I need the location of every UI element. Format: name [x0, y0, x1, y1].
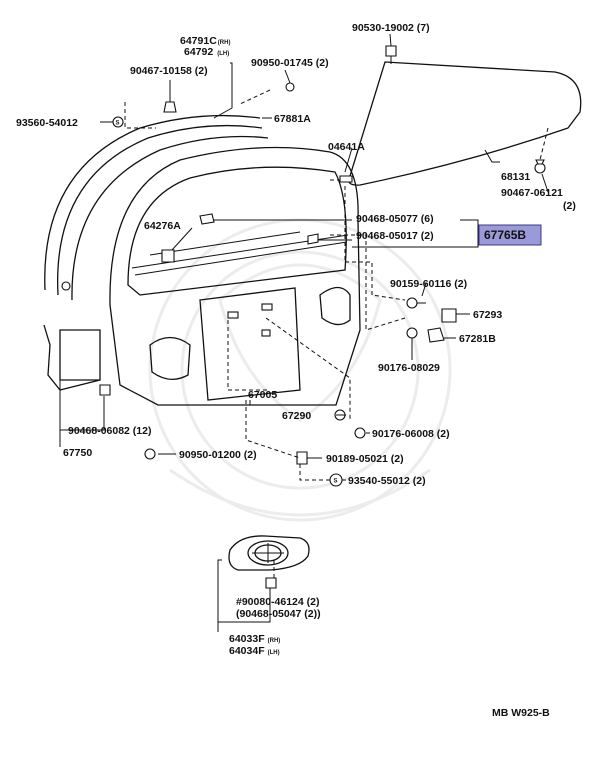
bolt-90189-05021[interactable] [296, 451, 308, 465]
stopper-67281b[interactable] [427, 327, 445, 343]
label-90468-06082: 90468-06082 (12) [68, 425, 151, 437]
clip-90950-01745[interactable] [285, 82, 295, 92]
label-90080-46124: #90080-46124 (2) [236, 596, 319, 608]
label-90467-10158: 90467-10158 (2) [130, 65, 208, 77]
label-90950-01745: 90950-01745 (2) [251, 57, 329, 69]
label-93560-54012: 93560-54012 [16, 117, 78, 129]
glass-clip[interactable] [385, 45, 397, 57]
lamp-screw[interactable] [265, 577, 277, 589]
door-side-opening-left[interactable] [149, 336, 191, 380]
door-side-opening-right[interactable] [319, 286, 351, 326]
label-90176-08029: 90176-08029 [378, 362, 440, 374]
clip-90950-01200[interactable] [144, 448, 156, 460]
label-64034f: 64034F(LH) [229, 645, 280, 657]
back-door-outer-frame[interactable] [43, 324, 101, 391]
label-90468-05077: 90468-05077 (6) [356, 213, 434, 225]
label-67281b: 67281B [459, 333, 496, 345]
grommet-90176-06008[interactable] [354, 427, 366, 439]
label-67881a: 67881A [274, 113, 311, 125]
license-plate-lamp[interactable] [228, 535, 310, 571]
label-67005: 67005 [248, 389, 277, 401]
highlight-67765b-box [478, 224, 542, 246]
leader-lines [59, 33, 549, 632]
label-90467-06121-qty: (2) [563, 200, 576, 212]
label-67750: 67750 [63, 447, 92, 459]
clip-64791c[interactable] [163, 101, 177, 113]
label-67290: 67290 [282, 410, 311, 422]
back-window-glass[interactable] [348, 61, 582, 186]
grommet-90176-08029[interactable] [406, 327, 418, 339]
glass-fastener-04641a[interactable] [339, 175, 353, 183]
label-68131: 68131 [501, 171, 530, 183]
label-64792: 64792(LH) [184, 46, 229, 58]
label-64276a: 64276A [144, 220, 181, 232]
glass-bolt[interactable] [534, 159, 546, 174]
label-93540-55012: 93540-55012 (2) [348, 475, 426, 487]
svg-text:S: S [116, 121, 120, 127]
nut-90468-05017[interactable] [307, 233, 319, 245]
label-90176-06008: 90176-06008 (2) [372, 428, 450, 440]
license-plate-recess[interactable] [199, 287, 301, 401]
label-67293: 67293 [473, 309, 502, 321]
hinge-bracket[interactable] [61, 281, 71, 291]
label-90467-06121: 90467-06121 [501, 187, 563, 199]
label-90159-60116: 90159-60116 (2) [390, 278, 467, 290]
diagram-code: MB W925-B [492, 707, 550, 719]
label-04641a: 04641A [328, 141, 365, 153]
label-67765b[interactable]: 67765B [484, 228, 526, 242]
label-90950-01200: 90950-01200 (2) [179, 449, 257, 461]
label-90530-19002: 90530-19002 (7) [352, 22, 430, 34]
label-90468-05047: (90468-05047 (2)) [236, 608, 321, 620]
nut-90468-05077[interactable] [199, 213, 215, 225]
label-90468-05017: 90468-05017 (2) [356, 230, 434, 242]
cushion-67293[interactable] [441, 308, 457, 323]
label-90189-05021: 90189-05021 (2) [326, 453, 404, 465]
emblem-93560[interactable]: S [112, 116, 124, 128]
pad-64276a[interactable] [161, 249, 175, 263]
bolt-90159-60116[interactable] [406, 297, 426, 309]
nut-90468-06082[interactable] [99, 384, 111, 396]
svg-text:S: S [334, 479, 338, 485]
back-door-panel[interactable] [109, 146, 361, 406]
emblem-93540[interactable]: S [329, 473, 343, 487]
label-64791c: 64791C(RH) [180, 35, 230, 47]
label-64033f: 64033F(RH) [229, 633, 280, 645]
